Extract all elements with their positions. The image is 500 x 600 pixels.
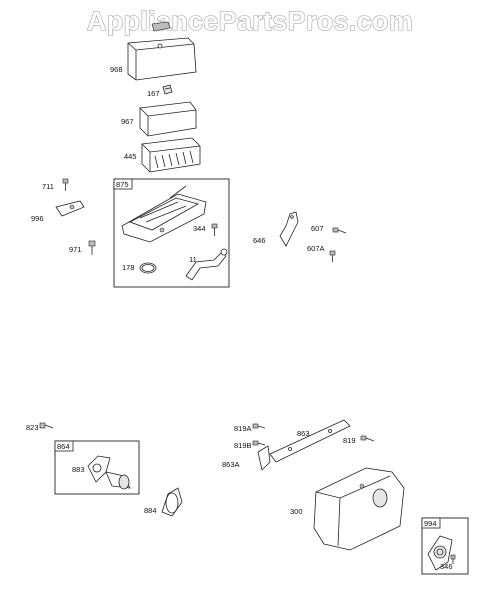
callout-863A: 863A	[222, 460, 240, 469]
callout-994: 994	[424, 519, 437, 528]
callout-607A: 607A	[307, 244, 325, 253]
callout-819A: 819A	[234, 424, 252, 433]
air-filter[interactable]	[141, 137, 201, 173]
callout-884: 884	[144, 506, 157, 515]
callout-875: 875	[116, 180, 129, 189]
assembly-994-box	[421, 517, 469, 575]
muffler-300[interactable]	[313, 467, 405, 551]
callout-607: 607	[311, 224, 324, 233]
screw-607A[interactable]	[329, 250, 336, 262]
callout-11: 11	[189, 255, 197, 264]
callout-346: 346	[440, 562, 453, 571]
heat-shield-863[interactable]	[269, 419, 351, 463]
callout-646: 646	[253, 236, 266, 245]
callout-819B: 819B	[234, 441, 252, 450]
clip-167[interactable]	[162, 84, 173, 95]
watermark-text: AppliancePartsPros.com	[87, 6, 413, 36]
callout-994-tag	[421, 517, 441, 529]
guard-994[interactable]	[427, 535, 453, 571]
screw-823[interactable]	[39, 422, 54, 429]
screw-819B[interactable]	[252, 440, 266, 446]
screw-819A[interactable]	[252, 423, 266, 429]
o-ring-178[interactable]	[139, 262, 157, 274]
callout-167: 167	[147, 89, 160, 98]
callout-996: 996	[31, 214, 44, 223]
callout-971: 971	[69, 245, 82, 254]
screw-344[interactable]	[211, 223, 218, 236]
pre-cleaner[interactable]	[139, 101, 197, 137]
callout-300: 300	[290, 507, 303, 516]
air-cleaner-cover[interactable]	[127, 21, 197, 81]
breather-tube-11[interactable]	[185, 248, 228, 281]
callout-819: 819	[343, 436, 356, 445]
air-cleaner-base[interactable]	[121, 185, 207, 243]
callout-875-tag	[113, 178, 133, 190]
callout-711: 711	[42, 182, 54, 191]
screw-971[interactable]	[88, 240, 96, 255]
exhaust-gasket-and-pipe[interactable]	[87, 455, 131, 490]
callout-883: 883	[72, 465, 85, 474]
screw-607[interactable]	[332, 227, 347, 234]
screw-819[interactable]	[360, 435, 375, 442]
assembly-864-box	[54, 440, 140, 495]
callout-863: 863	[297, 429, 310, 438]
bracket-996[interactable]	[55, 200, 85, 217]
assembly-875-box	[113, 178, 230, 288]
bracket-646[interactable]	[279, 211, 299, 247]
callout-864-tag	[54, 440, 74, 452]
callout-968: 968	[110, 65, 123, 74]
callout-344: 344	[193, 224, 206, 233]
callout-864: 864	[57, 442, 70, 451]
callout-823: 823	[26, 423, 39, 432]
bracket-863A[interactable]	[257, 445, 271, 471]
callout-445: 445	[124, 152, 137, 161]
clamp-884[interactable]	[161, 487, 183, 517]
screw-711[interactable]	[62, 178, 69, 191]
callout-967: 967	[121, 117, 134, 126]
screw-346[interactable]	[450, 554, 456, 564]
callout-178: 178	[122, 263, 135, 272]
